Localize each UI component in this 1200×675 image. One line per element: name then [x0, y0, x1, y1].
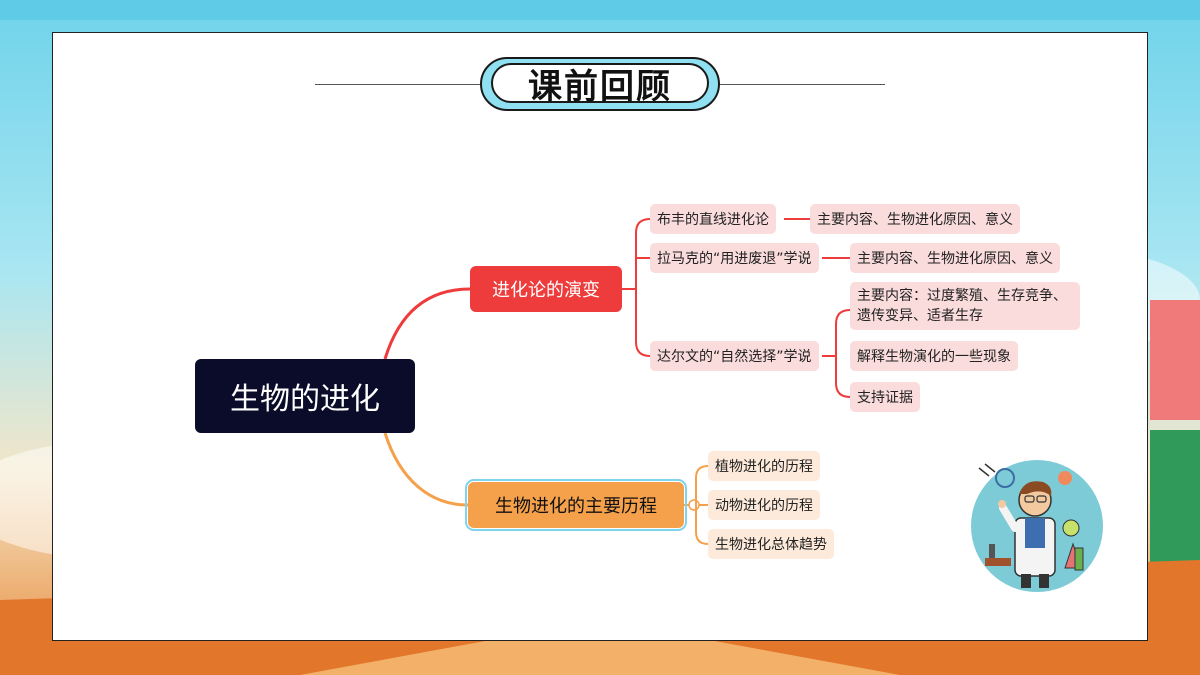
title-badge: 课前回顾: [480, 57, 720, 111]
node-darwin-explain[interactable]: 解释生物演化的一些现象: [850, 341, 1018, 371]
slide-title: 课前回顾: [491, 63, 709, 107]
node-lamarck[interactable]: 拉马克的“用进废退”学说: [650, 243, 819, 273]
branch-evolution-history[interactable]: 生物进化的主要历程: [465, 479, 687, 531]
node-plant-evolution[interactable]: 植物进化的历程: [708, 451, 820, 481]
scientist-illustration: [971, 460, 1103, 592]
node-lamarck-detail[interactable]: 主要内容、生物进化原因、意义: [850, 243, 1060, 273]
content-card: [52, 32, 1148, 641]
node-darwin[interactable]: 达尔文的“自然选择”学说: [650, 341, 819, 371]
title-line-left: [315, 84, 485, 85]
branch-evolution-theories[interactable]: 进化论的演变: [470, 266, 622, 312]
node-buffon[interactable]: 布丰的直线进化论: [650, 204, 776, 234]
node-darwin-content[interactable]: 主要内容：过度繁殖、生存竞争、遗传变异、适者生存: [850, 282, 1080, 330]
node-buffon-detail[interactable]: 主要内容、生物进化原因、意义: [810, 204, 1020, 234]
node-darwin-evidence[interactable]: 支持证据: [850, 382, 920, 412]
title-line-right: [715, 84, 885, 85]
mindmap-root[interactable]: 生物的进化: [195, 359, 415, 433]
node-animal-evolution[interactable]: 动物进化的历程: [708, 490, 820, 520]
node-overall-trend[interactable]: 生物进化总体趋势: [708, 529, 834, 559]
